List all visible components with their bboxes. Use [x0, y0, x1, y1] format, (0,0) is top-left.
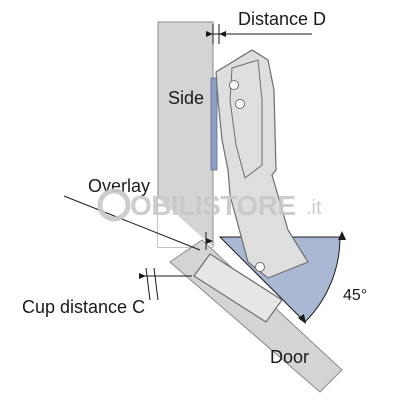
watermark-logo-icon — [97, 188, 131, 222]
mounting-plate — [210, 77, 218, 171]
distance-d-label: Distance D — [238, 9, 326, 29]
angle-label: 45° — [343, 287, 367, 304]
hinge-screw-middle — [235, 99, 245, 109]
overlay-arrow — [206, 238, 213, 244]
watermark: OBILISTORE .it — [97, 188, 322, 222]
hinge-cup — [193, 253, 283, 323]
distance-d-arrow-left — [206, 31, 213, 37]
side-panel-bevel — [158, 198, 213, 247]
cup-distance-arrow — [139, 273, 146, 279]
overlay-leader — [63, 195, 201, 251]
angle-arrow-top — [338, 231, 346, 240]
overlay-label: Overlay — [88, 176, 150, 196]
side-label: Side — [168, 88, 204, 108]
distance-d-arrow-right — [219, 31, 226, 37]
cup-distance-label: Cup distance C — [22, 297, 145, 317]
watermark-tld: .it — [306, 197, 322, 219]
watermark-text: OBILISTORE — [130, 190, 296, 221]
angle-arrow-bottom — [298, 314, 306, 324]
cup-distance-ext-1 — [145, 267, 151, 301]
hinge-screw-bottom — [255, 262, 265, 272]
door-label: Door — [270, 347, 309, 367]
hinge-screw-top — [229, 80, 239, 90]
cup-distance-ext-2 — [153, 267, 159, 301]
hinge-arm-inner — [229, 59, 263, 179]
